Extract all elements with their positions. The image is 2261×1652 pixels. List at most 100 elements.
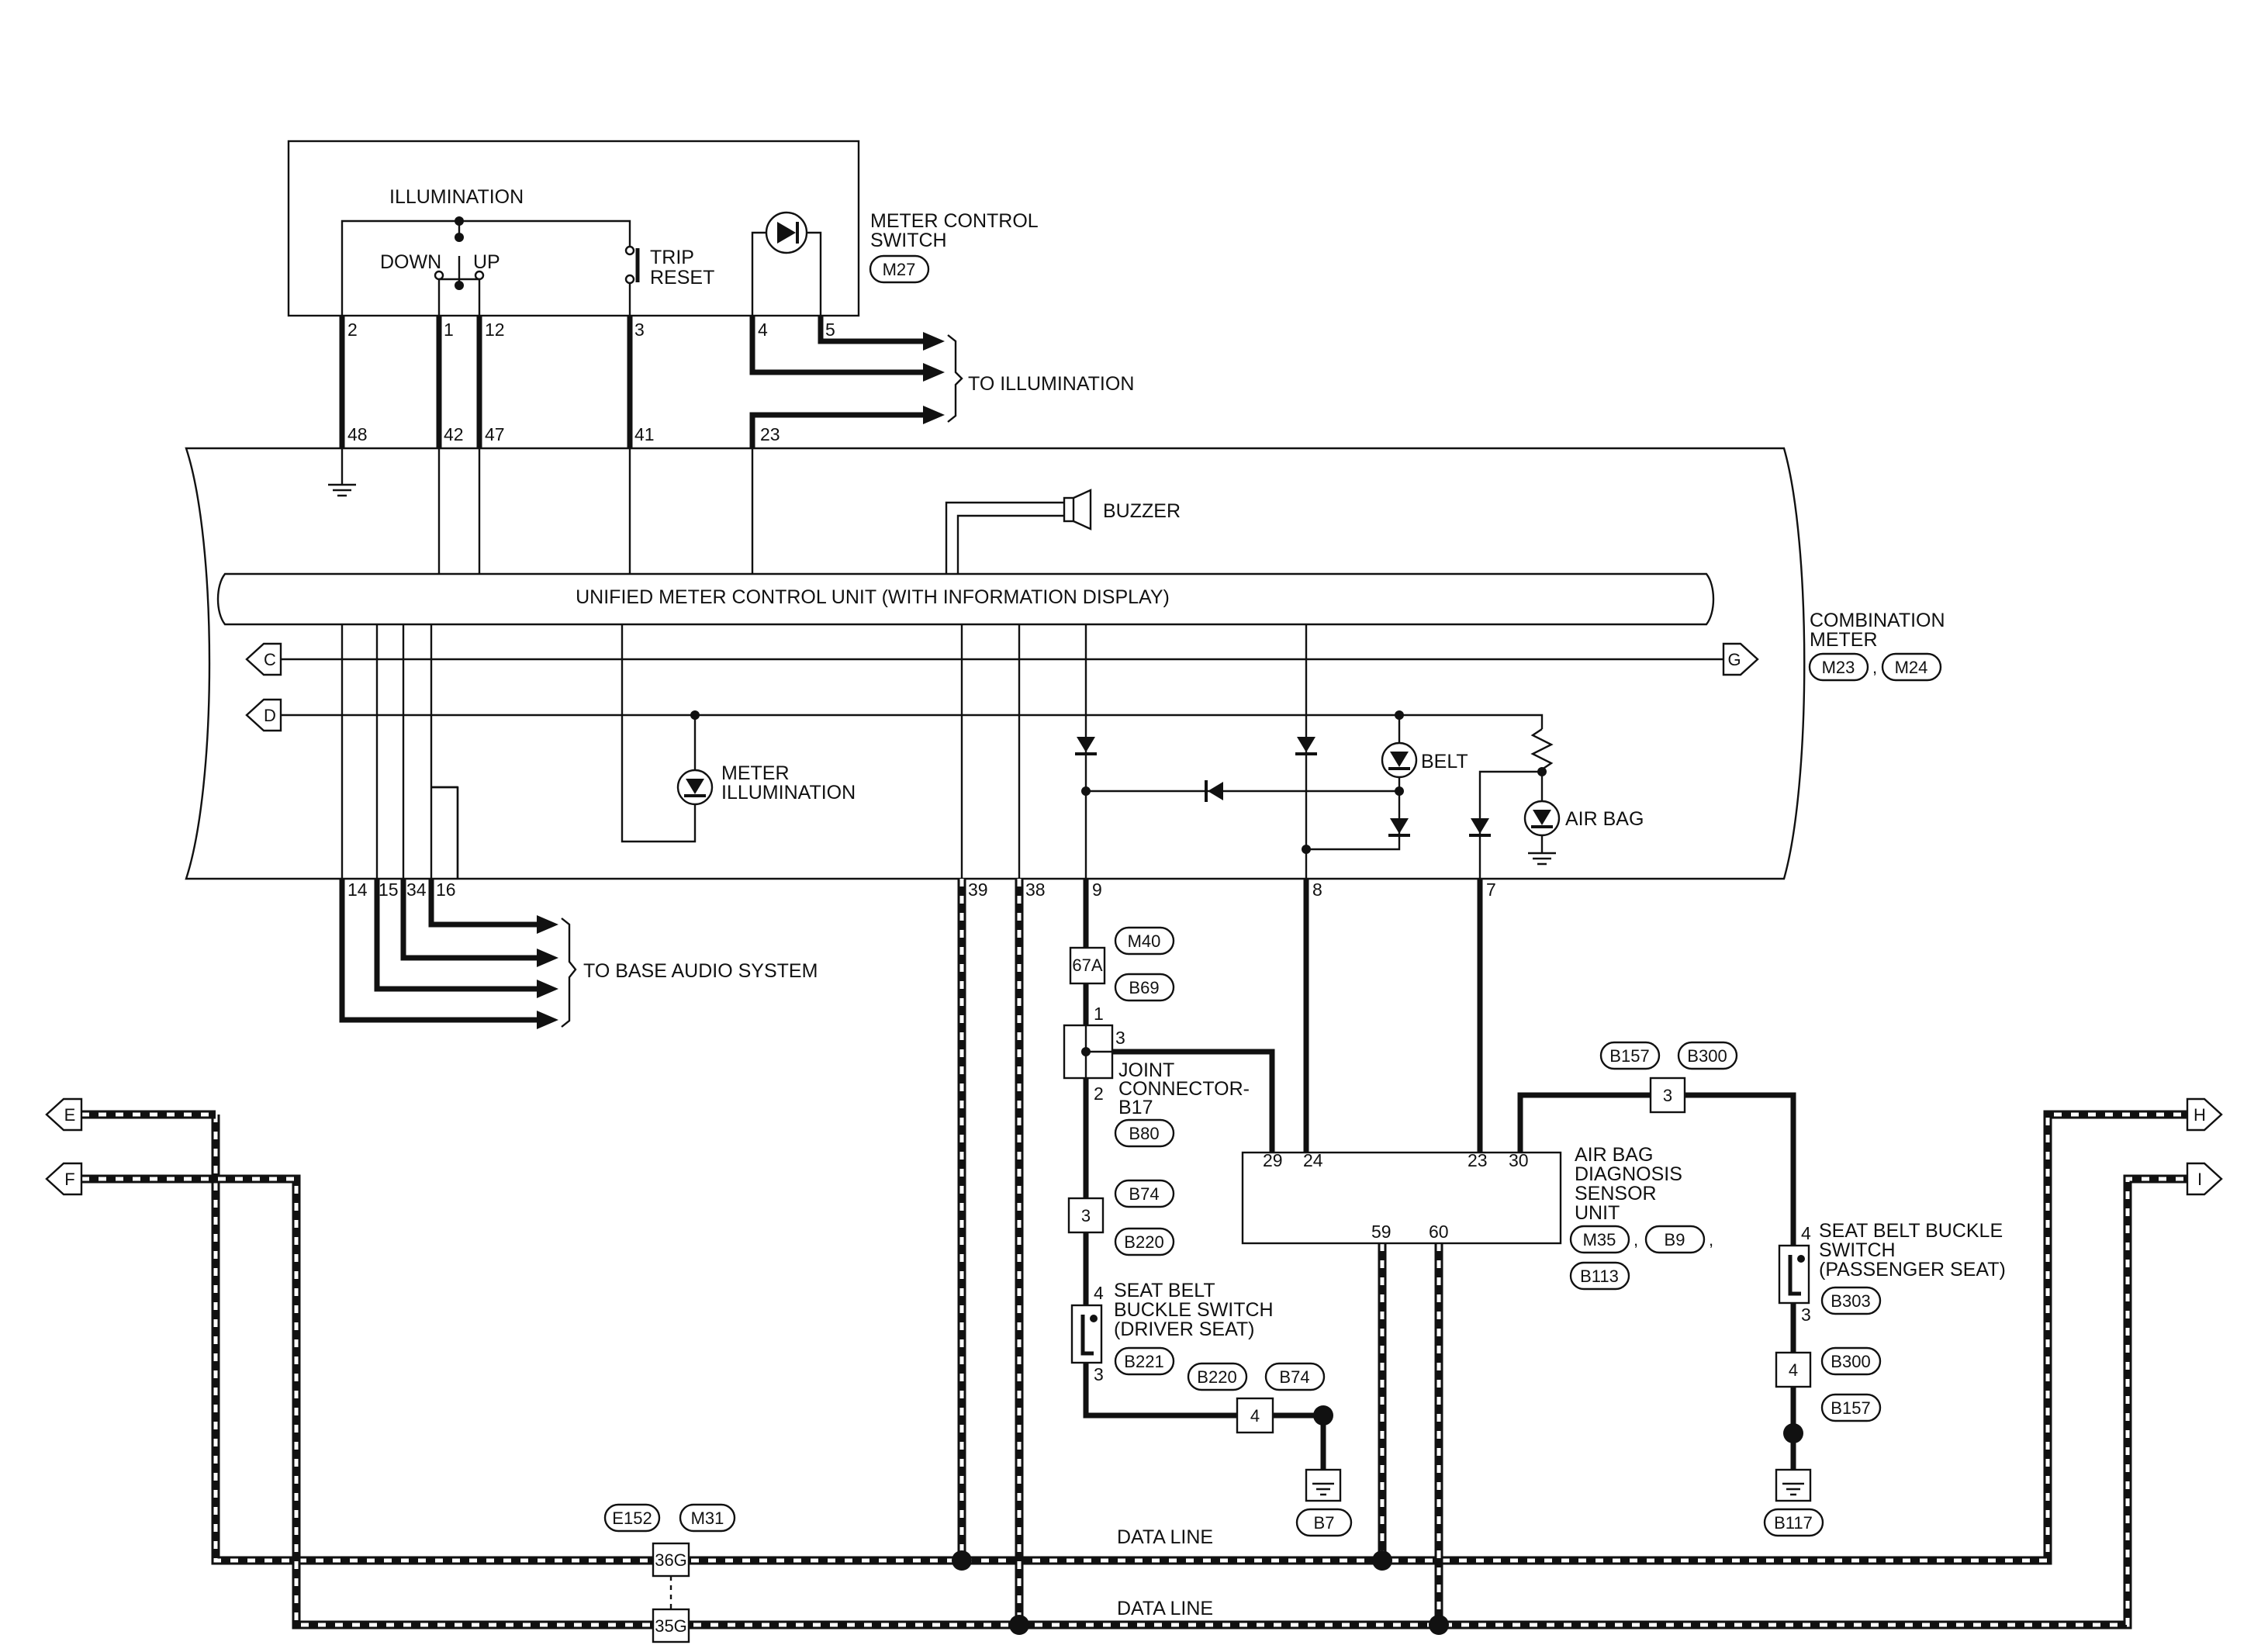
connector-tag-b74-2 <box>1264 1362 1326 1391</box>
svg-text:B113: B113 <box>1580 1267 1619 1286</box>
down-label: DOWN <box>380 251 441 273</box>
svg-text:D: D <box>264 706 276 725</box>
inline-connector-35g <box>652 1608 690 1643</box>
svg-text:35G: 35G <box>655 1616 687 1636</box>
svg-text:16: 16 <box>436 880 456 900</box>
connector-tag-b220 <box>1114 1227 1175 1256</box>
svg-text:39: 39 <box>968 880 988 900</box>
svg-text:4: 4 <box>1789 1360 1798 1380</box>
svg-text:M23: M23 <box>1822 658 1855 677</box>
svg-text:1: 1 <box>444 320 454 340</box>
svg-text:B7: B7 <box>1314 1513 1335 1533</box>
offpage-connector-i <box>2186 1162 2223 1196</box>
svg-text:4: 4 <box>1250 1406 1260 1426</box>
svg-text:12: 12 <box>485 320 505 340</box>
svg-text:4: 4 <box>758 320 768 340</box>
svg-text:23: 23 <box>1468 1150 1488 1170</box>
connector-tag-b300 <box>1677 1041 1738 1070</box>
svg-text:23: 23 <box>760 424 780 444</box>
svg-text:60: 60 <box>1429 1222 1449 1242</box>
svg-text:B69: B69 <box>1129 978 1159 997</box>
connector-tag-b157-2 <box>1820 1393 1882 1422</box>
svg-text:B220: B220 <box>1197 1367 1236 1387</box>
offpage-connector-g <box>1722 642 1759 676</box>
svg-text:4: 4 <box>1094 1283 1104 1303</box>
offpage-connector-e <box>45 1097 83 1132</box>
svg-text:B80: B80 <box>1129 1124 1159 1143</box>
data-lines: DATA LINE DATA LINE E F H I E152 M31 36G… <box>45 879 2223 1643</box>
unified-unit-label: UNIFIED METER CONTROL UNIT (WITH INFORMA… <box>576 586 1170 608</box>
connector-tag-m27 <box>869 254 930 284</box>
connector-tag-b113 <box>1569 1261 1630 1291</box>
svg-text:67A: 67A <box>1072 956 1102 975</box>
connector-tag-b74 <box>1114 1179 1175 1208</box>
airbag-unit-box <box>1241 1151 1562 1245</box>
svg-text:G: G <box>1727 650 1741 669</box>
svg-text:34: 34 <box>406 880 427 900</box>
svg-text:,: , <box>1872 658 1877 677</box>
combination-meter: 48 42 47 41 23 BUZZER UNIFIED METER CONT… <box>185 424 1945 900</box>
svg-text:15: 15 <box>379 880 399 900</box>
svg-text:2: 2 <box>1094 1083 1104 1104</box>
ground-icon <box>328 483 356 497</box>
meter-control-switch-box <box>287 140 860 317</box>
inline-connector-3-pass <box>1649 1077 1686 1114</box>
svg-text:M40: M40 <box>1128 931 1161 951</box>
data-line-label-2: DATA LINE <box>1117 1598 1213 1619</box>
svg-text:4: 4 <box>1801 1223 1811 1243</box>
connector-tag-m40 <box>1114 926 1175 956</box>
svg-text:B220: B220 <box>1124 1232 1163 1252</box>
svg-text:3: 3 <box>1081 1206 1091 1225</box>
connector-tag-b221 <box>1114 1346 1175 1376</box>
svg-text:7: 7 <box>1486 880 1496 900</box>
connector-tag-b7 <box>1295 1508 1353 1537</box>
passenger-buckle-switch-icon <box>1788 1255 1801 1296</box>
svg-text:E152: E152 <box>612 1509 652 1528</box>
svg-text:14: 14 <box>347 880 368 900</box>
svg-text:,: , <box>1634 1230 1638 1249</box>
arrow-to-illumination-3 <box>923 406 945 424</box>
svg-text:38: 38 <box>1025 880 1046 900</box>
svg-text:M35: M35 <box>1583 1230 1616 1249</box>
connector-tag-m23 <box>1808 652 1869 682</box>
offpage-connector-f <box>45 1162 83 1196</box>
svg-text:59: 59 <box>1371 1222 1392 1242</box>
svg-text:E: E <box>64 1105 76 1125</box>
ground-b117-icon <box>1782 1482 1804 1496</box>
svg-text:H: H <box>2194 1105 2206 1125</box>
offpage-connector-h <box>2186 1097 2223 1132</box>
svg-text:B300: B300 <box>1831 1352 1870 1371</box>
combination-meter-outline <box>185 447 1806 880</box>
svg-text:5: 5 <box>825 320 835 340</box>
svg-text:B74: B74 <box>1279 1367 1309 1387</box>
connector-tag-b300-2 <box>1820 1346 1882 1376</box>
connector-tag-b303 <box>1820 1286 1882 1315</box>
connector-tag-m31 <box>679 1503 736 1533</box>
svg-text:9: 9 <box>1092 880 1102 900</box>
svg-text:36G: 36G <box>655 1550 687 1570</box>
connector-tag-m24 <box>1881 652 1942 682</box>
air-bag-label: AIR BAG <box>1565 808 1644 830</box>
ground-b7-icon <box>1312 1482 1334 1496</box>
unified-meter-control-unit <box>216 572 1715 626</box>
svg-text:3: 3 <box>1801 1305 1811 1325</box>
svg-text:B74: B74 <box>1129 1184 1159 1204</box>
svg-text:24: 24 <box>1303 1150 1323 1170</box>
ground-b7-box <box>1305 1468 1342 1502</box>
svg-text:I: I <box>2197 1170 2202 1189</box>
svg-text:8: 8 <box>1312 880 1322 900</box>
svg-text:3: 3 <box>1663 1086 1672 1105</box>
to-base-audio-label: TO BASE AUDIO SYSTEM <box>583 960 818 982</box>
offpage-connector-c <box>245 642 282 676</box>
svg-text:41: 41 <box>634 424 655 444</box>
svg-text:B157: B157 <box>1831 1398 1870 1418</box>
to-illumination-label: TO ILLUMINATION <box>968 373 1134 395</box>
svg-text:B157: B157 <box>1609 1046 1649 1066</box>
svg-text:B300: B300 <box>1687 1046 1727 1066</box>
